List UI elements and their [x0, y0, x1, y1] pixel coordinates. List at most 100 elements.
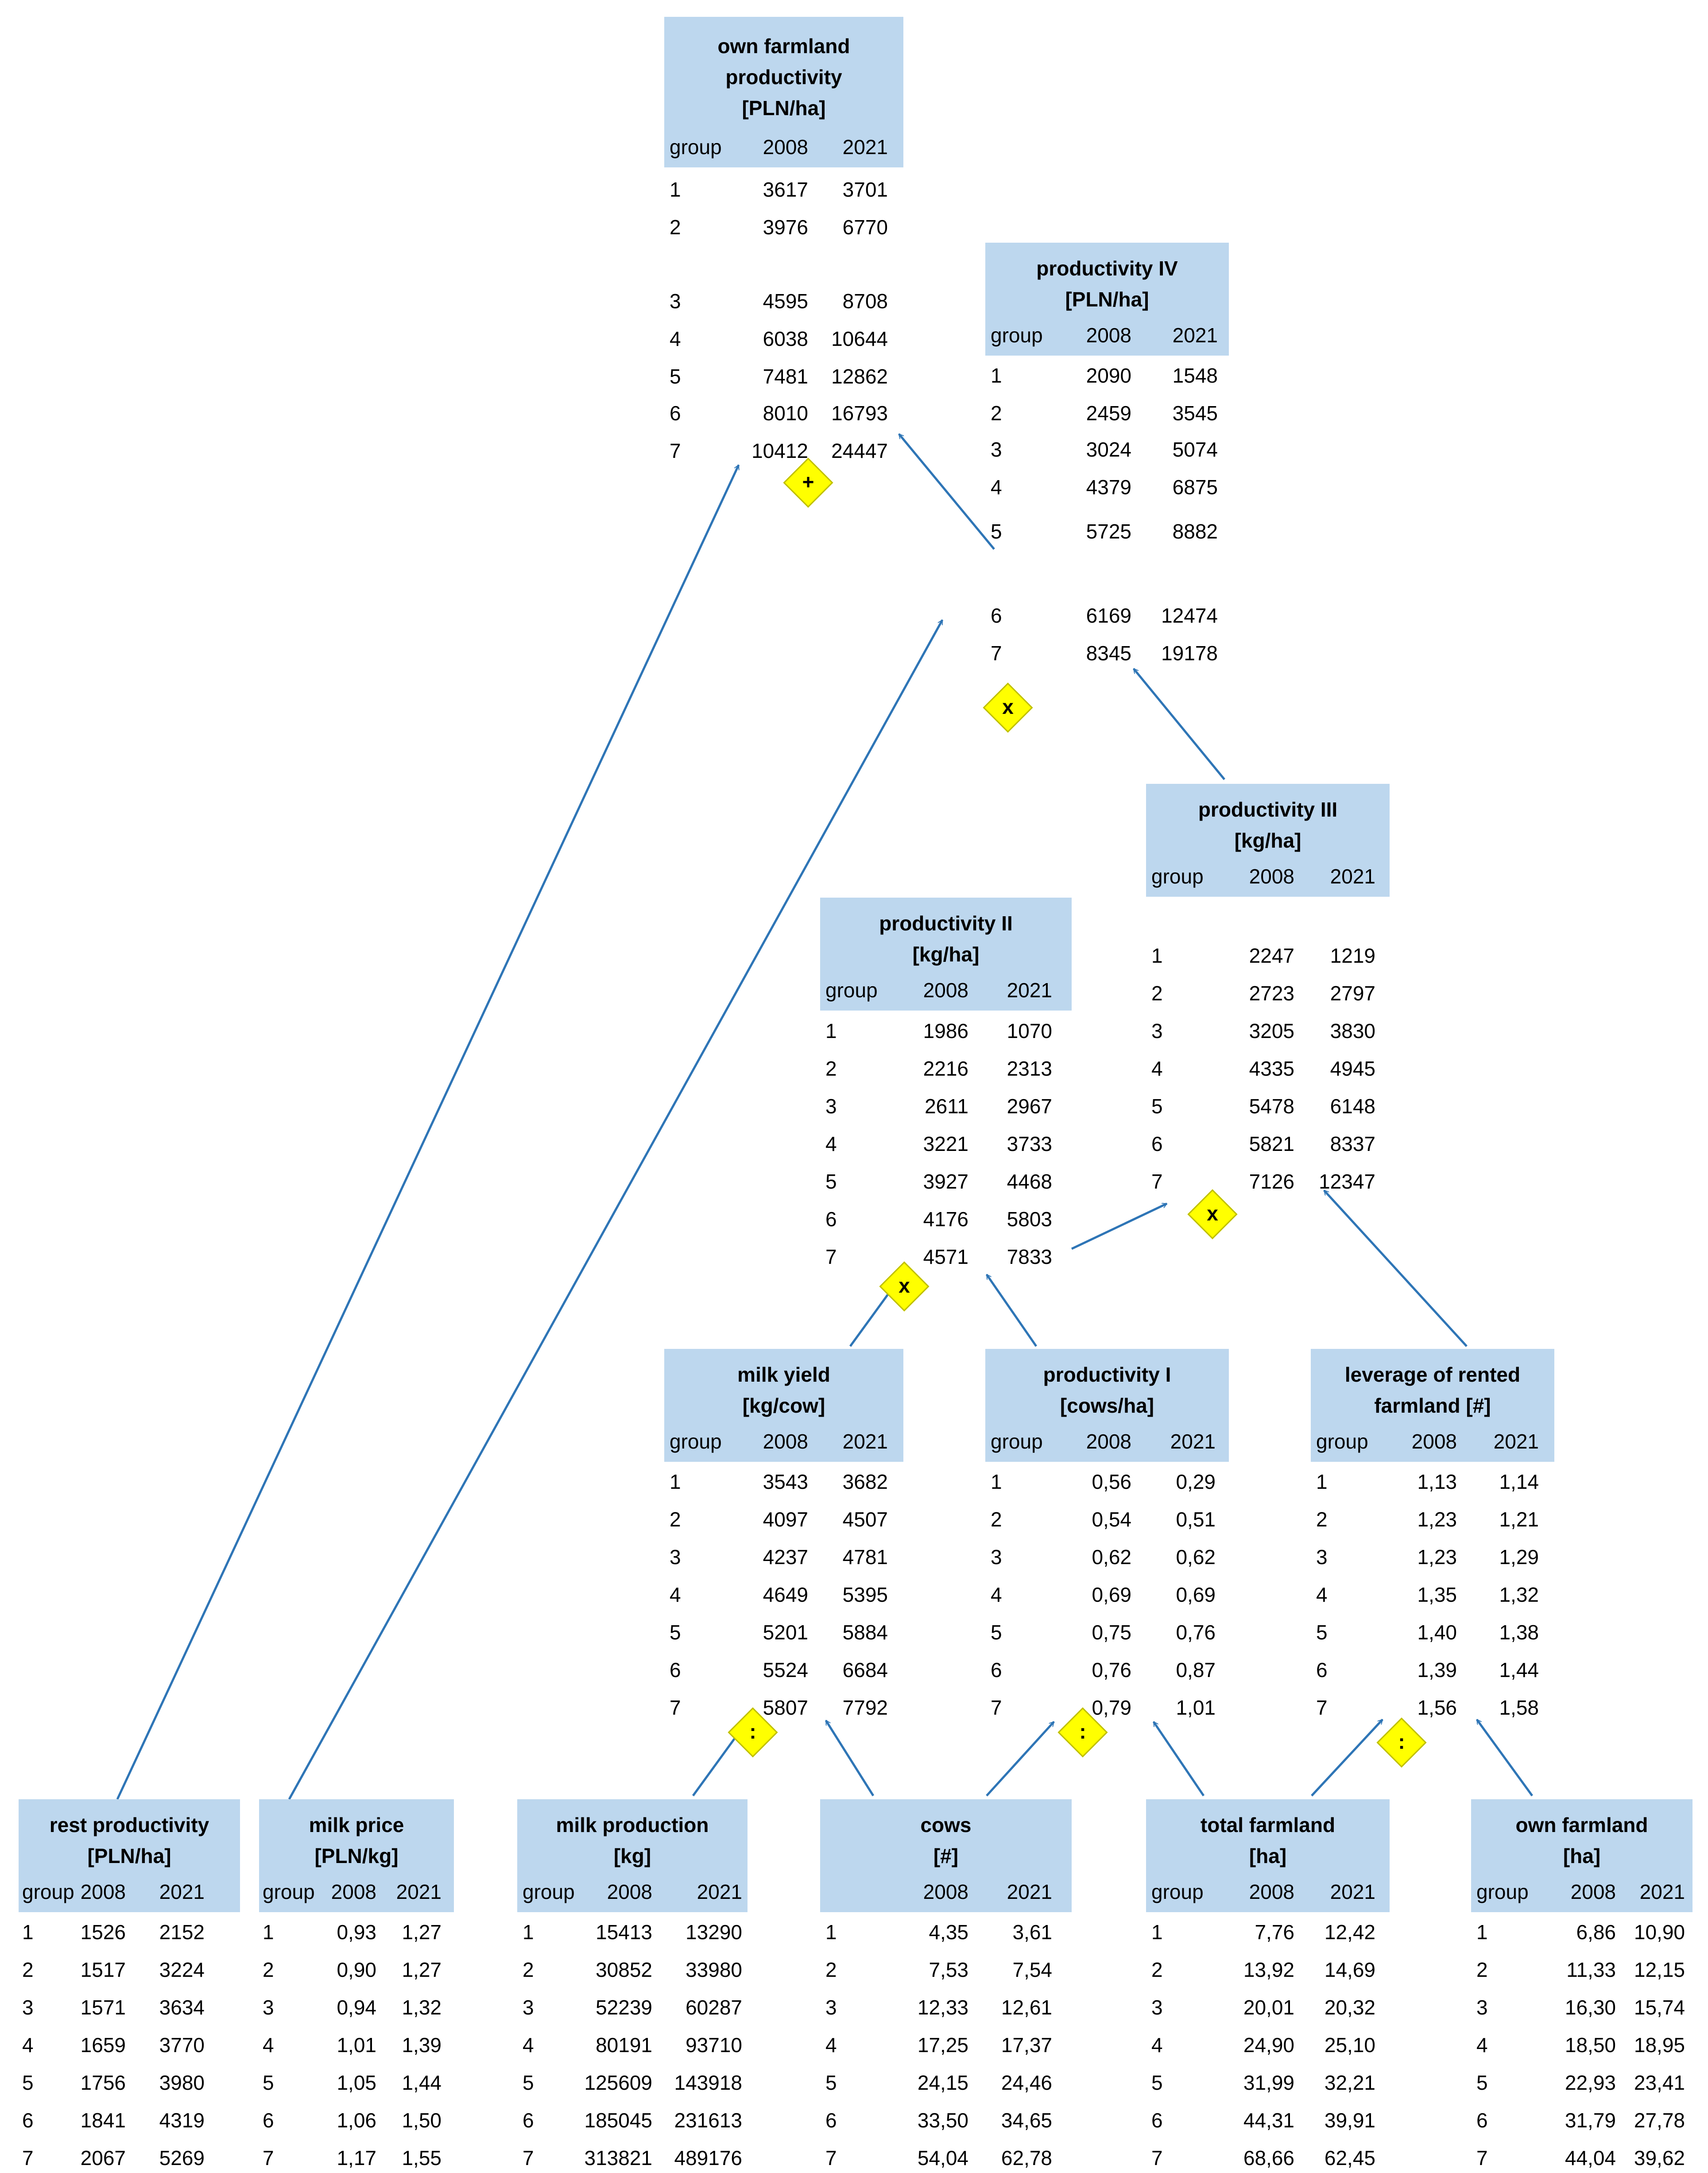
own-farmland-title-line: [ha]	[1563, 1844, 1601, 1867]
group-cell: 5	[825, 2071, 837, 2094]
group-cell: 2	[523, 1958, 534, 1981]
value-2008-cell: 2090	[1086, 364, 1131, 387]
value-2008-cell: 33,50	[917, 2109, 968, 2132]
group-cell: 7	[22, 2146, 34, 2169]
value-2008-cell: 185045	[584, 2109, 653, 2132]
operator-plus: +	[781, 455, 836, 510]
value-2021-cell: 1,01	[1176, 1696, 1216, 1719]
group-cell: 4	[670, 327, 681, 350]
productivity-ii-column-header: 2021	[1007, 979, 1052, 1002]
cows-column-header: 2008	[923, 1880, 968, 1903]
value-2008-cell: 54,04	[917, 2146, 968, 2169]
cows-header	[820, 1799, 1072, 1912]
value-2021-cell: 8337	[1330, 1132, 1375, 1155]
group-cell: 6	[825, 2109, 837, 2132]
value-2008-cell: 11,33	[1566, 1958, 1616, 1981]
value-2021-cell: 1,44	[1499, 1658, 1539, 1681]
value-2021-cell: 16793	[831, 402, 888, 425]
group-cell: 1	[263, 1921, 274, 1944]
value-2008-cell: 1526	[80, 1921, 126, 1944]
cows-column-header: 2021	[1007, 1880, 1052, 1903]
value-2008-cell: 5201	[763, 1621, 808, 1644]
group-cell: 5	[22, 2071, 34, 2094]
value-2008-cell: 0,54	[1092, 1508, 1131, 1531]
group-cell: 2	[991, 402, 1002, 425]
group-cell: 4	[825, 1132, 837, 1155]
rest-productivity-header	[19, 1799, 240, 1912]
operator-symbol: +	[802, 470, 814, 493]
group-cell: 1	[1316, 1470, 1328, 1493]
milk-yield-column-header: group	[670, 1430, 722, 1453]
value-2008-cell: 0,76	[1092, 1658, 1131, 1681]
value-2008-cell: 4,35	[929, 1921, 968, 1944]
group-cell: 4	[523, 2034, 534, 2057]
value-2008-cell: 24,15	[917, 2071, 968, 2094]
total-farmland-header	[1146, 1799, 1390, 1912]
operator-symbol: :	[1079, 1720, 1086, 1743]
operator-symbol: :	[749, 1720, 756, 1743]
group-cell: 5	[825, 1170, 837, 1193]
value-2008-cell: 8010	[763, 402, 808, 425]
value-2008-cell: 1659	[80, 2034, 126, 2057]
milk-production-column-header: 2021	[697, 1880, 742, 1903]
value-2021-cell: 3980	[159, 2071, 205, 2094]
value-2021-cell: 3634	[159, 1996, 205, 2019]
rest-productivity-title-line: rest productivity	[49, 1813, 209, 1836]
rest-productivity-column-header: 2021	[159, 1880, 205, 1903]
group-cell: 7	[991, 1696, 1002, 1719]
value-2008-cell: 0,56	[1092, 1470, 1131, 1493]
value-2021-cell: 2313	[1007, 1057, 1052, 1080]
group-cell: 4	[1151, 1057, 1163, 1080]
group-cell: 1	[670, 178, 681, 201]
flow-arrow	[1152, 1722, 1205, 1797]
operator-times-iii: x	[1185, 1187, 1240, 1242]
group-cell: 7	[670, 439, 681, 462]
group-cell: 6	[1151, 1132, 1163, 1155]
own-farmland-productivity-column-header: 2021	[842, 136, 888, 159]
value-2008-cell: 10412	[751, 439, 808, 462]
leverage-of-rented-farmland-header	[1311, 1349, 1554, 1462]
productivity-i-title-line: [cows/ha]	[1060, 1394, 1154, 1417]
leverage-of-rented-farmland-column-header: group	[1316, 1430, 1368, 1453]
value-2008-cell: 30852	[596, 1958, 652, 1981]
own-farmland-column-header: 2008	[1570, 1880, 1616, 1903]
value-2021-cell: 0,69	[1176, 1583, 1216, 1606]
value-2021-cell: 0,51	[1176, 1508, 1216, 1531]
own-farmland-productivity-header	[664, 17, 903, 167]
value-2008-cell: 4097	[763, 1508, 808, 1531]
value-2008-cell: 22,93	[1565, 2071, 1616, 2094]
milk-production-column-header: 2008	[607, 1880, 652, 1903]
value-2008-cell: 17,25	[917, 2034, 968, 2057]
value-2021-cell: 39,91	[1324, 2109, 1375, 2132]
value-2008-cell: 4595	[763, 290, 808, 313]
value-2008-cell: 1,06	[337, 2109, 376, 2132]
operator-symbol: x	[1002, 695, 1014, 718]
value-2008-cell: 2459	[1086, 402, 1131, 425]
flow-arrow	[1311, 1719, 1383, 1797]
operator-symbol: x	[1207, 1202, 1218, 1225]
group-cell: 4	[991, 476, 1002, 499]
productivity-iii-column-header: group	[1151, 865, 1204, 888]
own-farmland-productivity-column-header: group	[670, 136, 722, 159]
milk-production-title-line: [kg]	[613, 1844, 651, 1867]
productivity-i-column-header: group	[991, 1430, 1043, 1453]
group-cell: 5	[1316, 1621, 1328, 1644]
value-2008-cell: 1,35	[1417, 1583, 1457, 1606]
group-cell: 7	[263, 2146, 274, 2169]
total-farmland-column-header: group	[1151, 1880, 1204, 1903]
flow-arrow	[116, 465, 740, 1800]
milk-yield-column-header: 2021	[842, 1430, 888, 1453]
rest-productivity-column-header: 2008	[80, 1880, 126, 1903]
value-2008-cell: 1,23	[1417, 1546, 1457, 1569]
value-2008-cell: 7481	[763, 365, 808, 388]
value-2021-cell: 1,14	[1499, 1470, 1539, 1493]
value-2008-cell: 3543	[763, 1470, 808, 1493]
operator-divide-productivity-i: :	[1055, 1705, 1110, 1760]
value-2021-cell: 33980	[686, 1958, 742, 1981]
value-2021-cell: 6684	[842, 1658, 888, 1681]
value-2021-cell: 7833	[1007, 1245, 1052, 1268]
own-farmland-title-line: own farmland	[1515, 1813, 1648, 1836]
group-cell: 4	[1151, 2034, 1163, 2057]
value-2021-cell: 4507	[842, 1508, 888, 1531]
milk-price-header	[259, 1799, 454, 1912]
